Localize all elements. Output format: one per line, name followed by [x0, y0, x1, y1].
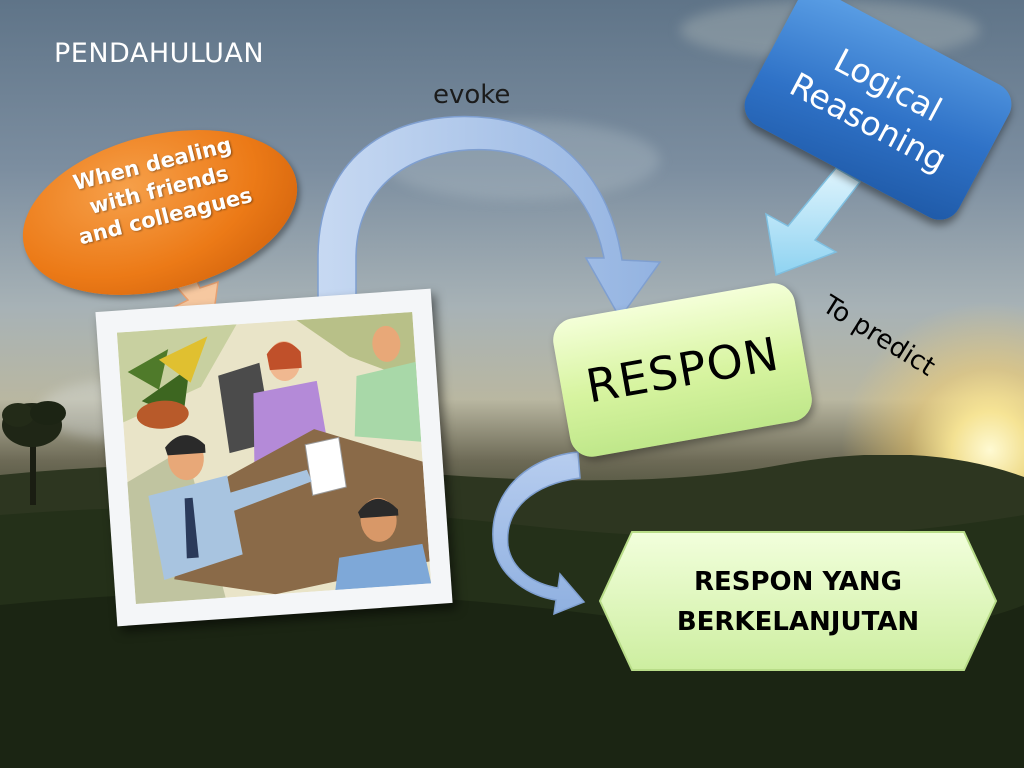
evoke-arrow: [317, 115, 662, 320]
continuing-response-text: RESPON YANG BERKELANJUTAN: [598, 562, 998, 642]
continuing-response-hexagon: [598, 531, 998, 671]
predict-arrow: [765, 167, 862, 277]
meeting-photo: [95, 288, 453, 627]
continue-arrow: [492, 451, 586, 616]
meeting-clipart-icon: [116, 312, 432, 604]
hex-line: BERKELANJUTAN: [676, 607, 920, 637]
slide-title: PENDAHULUAN: [54, 38, 265, 69]
hex-line: RESPON YANG: [693, 567, 903, 597]
evoke-label: evoke: [433, 80, 511, 110]
tree-icon: [2, 401, 66, 505]
